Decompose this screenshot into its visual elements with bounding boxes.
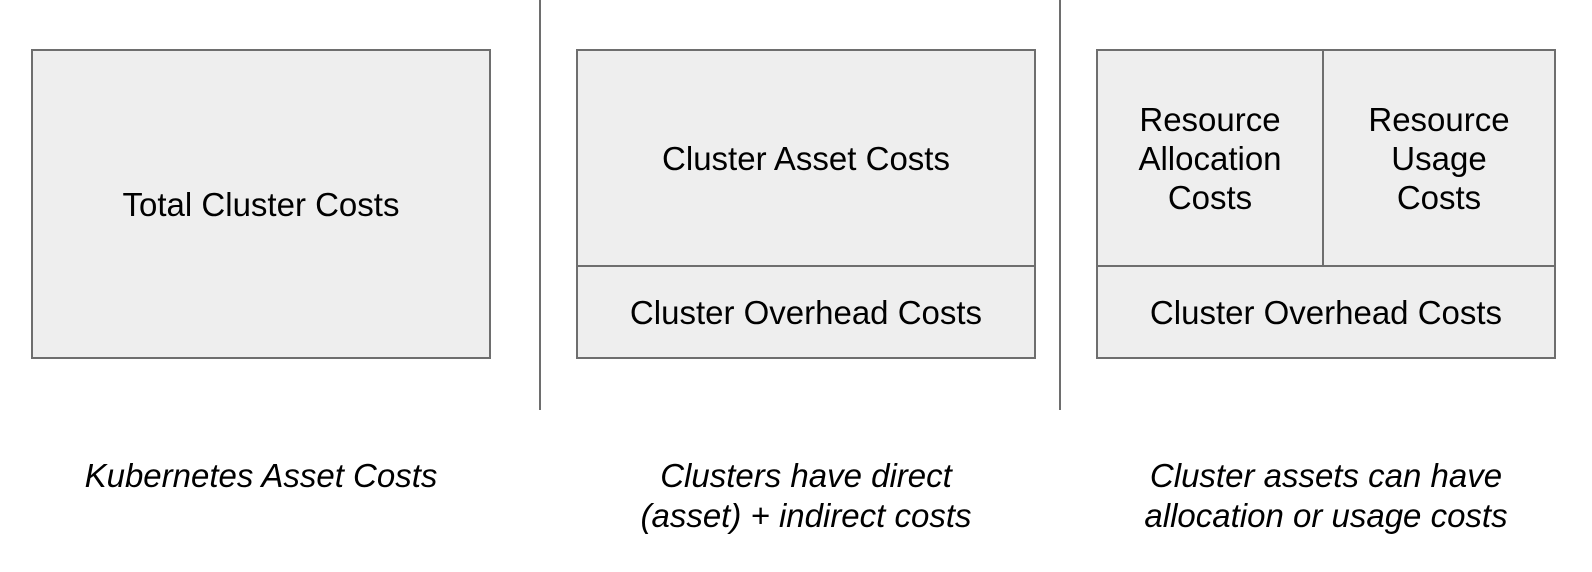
caption-allocation-usage-costs: Cluster assets can have allocation or us… <box>1144 457 1508 534</box>
resource-allocation-costs-box: Resource Allocation Costs <box>1096 49 1324 267</box>
resource-usage-costs-label: Resource Usage Costs <box>1368 100 1510 216</box>
panel-divider-left <box>539 0 541 410</box>
cluster-asset-costs-box: Cluster Asset Costs <box>576 49 1036 267</box>
cluster-overhead-costs-box: Cluster Overhead Costs <box>576 265 1036 359</box>
cluster-overhead-costs-label: Cluster Overhead Costs <box>629 293 983 331</box>
cluster-overhead-costs-label-2: Cluster Overhead Costs <box>1149 293 1503 331</box>
cluster-overhead-costs-box-2: Cluster Overhead Costs <box>1096 265 1556 359</box>
resource-allocation-costs-label: Resource Allocation Costs <box>1138 100 1282 216</box>
cluster-asset-costs-label: Cluster Asset Costs <box>662 139 950 177</box>
caption-kubernetes-asset-costs: Kubernetes Asset Costs <box>84 457 438 494</box>
total-cluster-costs-box: Total Cluster Costs <box>31 49 491 359</box>
panel-divider-right <box>1059 0 1061 410</box>
resource-usage-costs-box: Resource Usage Costs <box>1322 49 1556 267</box>
caption-direct-indirect-costs: Clusters have direct (asset) + indirect … <box>640 457 972 534</box>
total-cluster-costs-label: Total Cluster Costs <box>122 185 400 223</box>
